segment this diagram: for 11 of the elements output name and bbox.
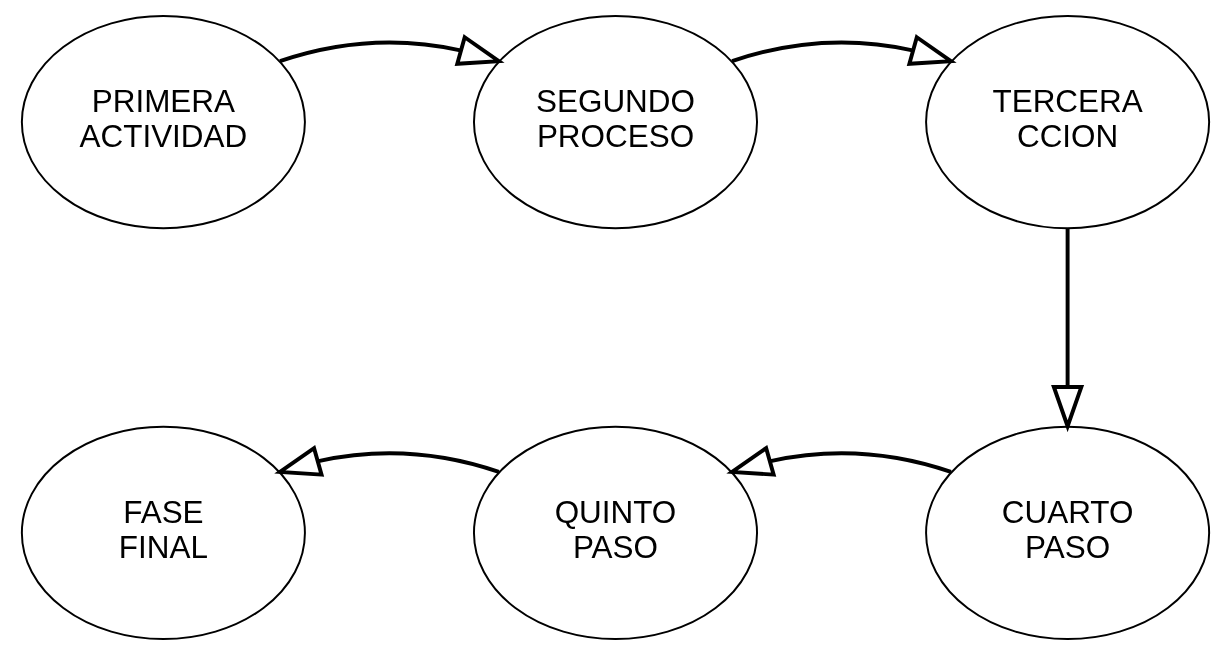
node-ellipse: CUARTO PASO [925,425,1211,641]
node-ellipse: PRIMERA ACTIVIDAD [20,14,306,230]
arrow [726,444,952,477]
node-ellipse: FASE FINAL [20,425,306,641]
arrow [274,444,500,477]
arrow [1051,228,1085,433]
arrow [731,34,957,66]
arrow [279,34,505,66]
node-ellipse: TERCERA CCION [925,14,1211,230]
node-ellipse: SEGUNDO PROCESO [473,14,758,230]
node-ellipse: QUINTO PASO [473,425,758,641]
